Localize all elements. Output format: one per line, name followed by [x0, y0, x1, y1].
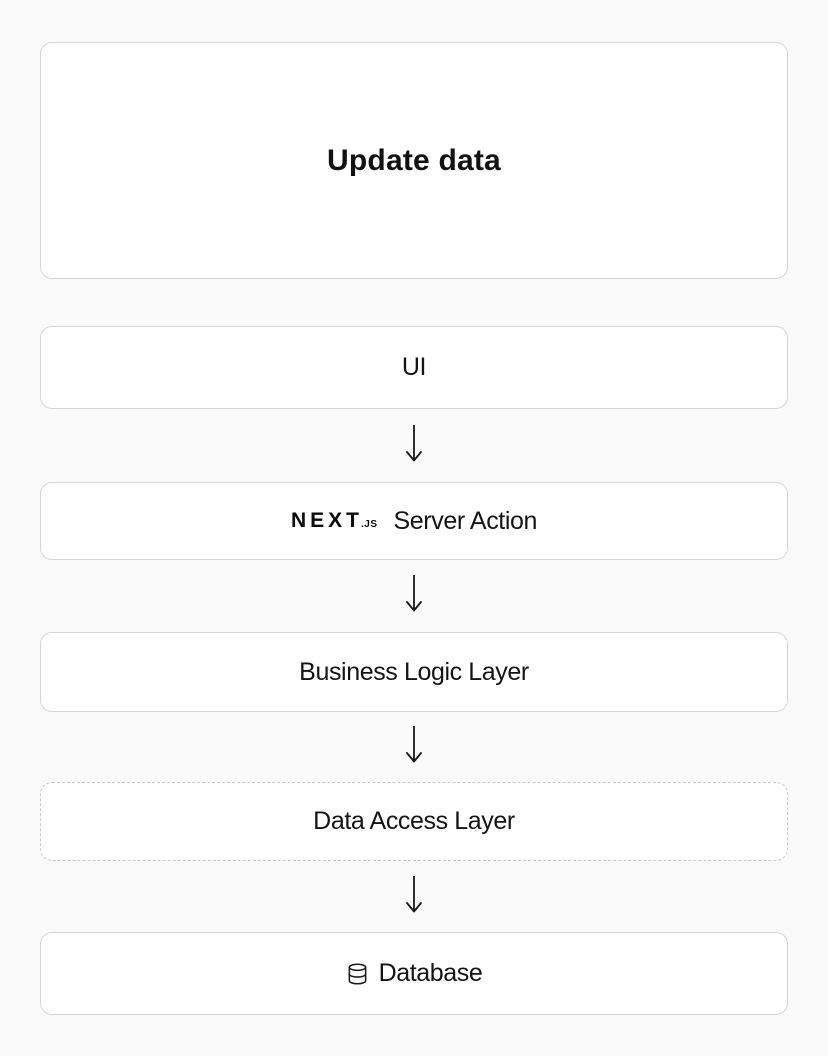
arrow-down-icon — [406, 575, 422, 612]
node-label-ui: UI — [401, 353, 427, 381]
title-card: Update data — [40, 42, 788, 279]
arrow-down-icon — [406, 875, 422, 912]
arrow-down-icon — [406, 726, 422, 763]
flow-node-data-access: Data Access Layer — [40, 782, 788, 861]
database-content: Database — [346, 959, 483, 988]
flow-connector — [40, 712, 788, 782]
flow-node-server-action: NEXT.JS Server Action — [40, 482, 788, 560]
nextjs-logo-text: NEXT — [290, 509, 363, 532]
nextjs-logo-suffix: .JS — [361, 519, 378, 530]
flow-node-database: Database — [40, 932, 788, 1015]
flow-connector — [40, 861, 788, 932]
server-action-content: NEXT.JS Server Action — [291, 507, 537, 536]
diagram-title: Update data — [327, 143, 501, 177]
node-label-business-logic: Business Logic Layer — [299, 657, 529, 686]
flow-diagram: Update data UI NEXT.JS Server Action Bus… — [40, 42, 788, 1015]
node-label-data-access: Data Access Layer — [313, 807, 515, 835]
nextjs-logo: NEXT.JS — [291, 509, 378, 533]
arrow-down-icon — [406, 424, 422, 461]
node-label-database: Database — [378, 959, 483, 987]
flow-node-ui: UI — [40, 326, 788, 409]
database-icon — [348, 962, 366, 985]
flow-node-business-logic: Business Logic Layer — [40, 632, 788, 712]
node-label-server-action: Server Action — [393, 506, 538, 535]
flow-connector — [40, 560, 788, 632]
flow-connector — [40, 409, 788, 482]
